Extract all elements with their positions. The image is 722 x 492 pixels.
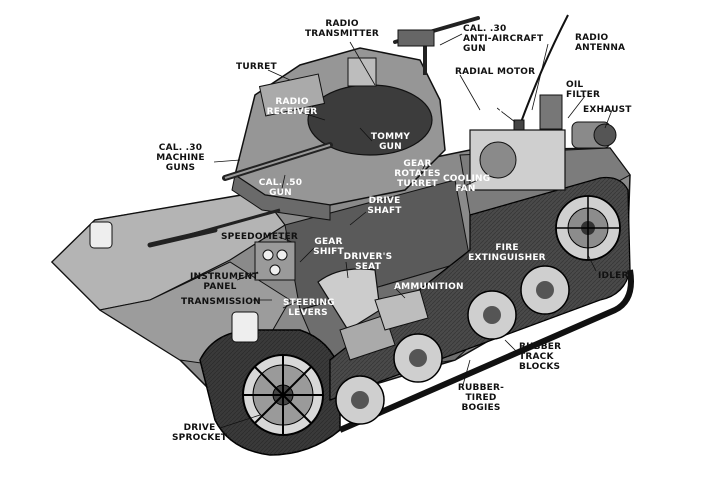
idler-wheel: [555, 195, 621, 261]
label-oil-filter: Oil Filter: [566, 80, 601, 100]
label-turret: Turret: [236, 62, 277, 72]
label-cal50-gun: Cal. .50 Gun: [258, 178, 303, 198]
instrument-panel-panel: [254, 241, 296, 281]
label-radial-motor: Radial Motor: [455, 67, 536, 77]
leader-lines: [213, 33, 613, 429]
bogie-wheels: [335, 265, 570, 425]
label-idler: Idler: [598, 271, 629, 281]
label-steering-levers: Steering Levers: [283, 298, 335, 318]
label-speedometer: Speedometer: [221, 232, 299, 242]
label-exhaust: Exhaust: [583, 105, 632, 115]
label-ammunition: Ammunition: [394, 282, 464, 292]
label-radio-transmitter: Radio Transmitter: [304, 19, 380, 39]
label-cooling-fan: Cooling Fan: [443, 174, 491, 194]
drivers-seat: [317, 268, 396, 361]
front-fittings: [89, 221, 259, 343]
label-gear-shift: Gear Shift: [313, 237, 344, 257]
label-transmission: Transmission: [181, 297, 261, 307]
label-instrument-panel: Instrument Panel: [190, 272, 259, 292]
engine-compartment: [469, 94, 617, 191]
drive-sprocket: [242, 354, 324, 436]
label-tommy-gun: Tommy Gun: [370, 132, 411, 152]
label-cal30-machine-guns: Cal. .30 Machine Guns: [156, 143, 205, 173]
cal50-gun: [222, 142, 333, 181]
label-drivers-seat: Driver's Seat: [343, 252, 393, 272]
label-radio-antenna: Radio Antenna: [575, 33, 626, 53]
label-drive-shaft: Drive Shaft: [367, 196, 402, 216]
label-radio-receiver: Radio Receiver: [266, 97, 318, 117]
label-cal30-aa-gun: Cal. .30 Anti-Aircraft Gun: [463, 24, 544, 54]
label-rubber-track-blocks: Rubber Track Blocks: [519, 342, 562, 372]
label-gas-tank: Gas Tank: [486, 96, 514, 116]
bow-machine-gun: [147, 208, 281, 248]
label-drive-sprocket: Drive Sprocket: [172, 423, 228, 443]
anti-aircraft-gun: [393, 16, 480, 75]
label-fire-extinguisher: Fire Extinguisher: [468, 243, 546, 263]
label-gear-rotates-turret: Gear Rotates Turret: [394, 159, 441, 189]
label-rubber-tired-bogies: Rubber- Tired Bogies: [457, 383, 505, 413]
ammunition-box: [374, 289, 429, 331]
